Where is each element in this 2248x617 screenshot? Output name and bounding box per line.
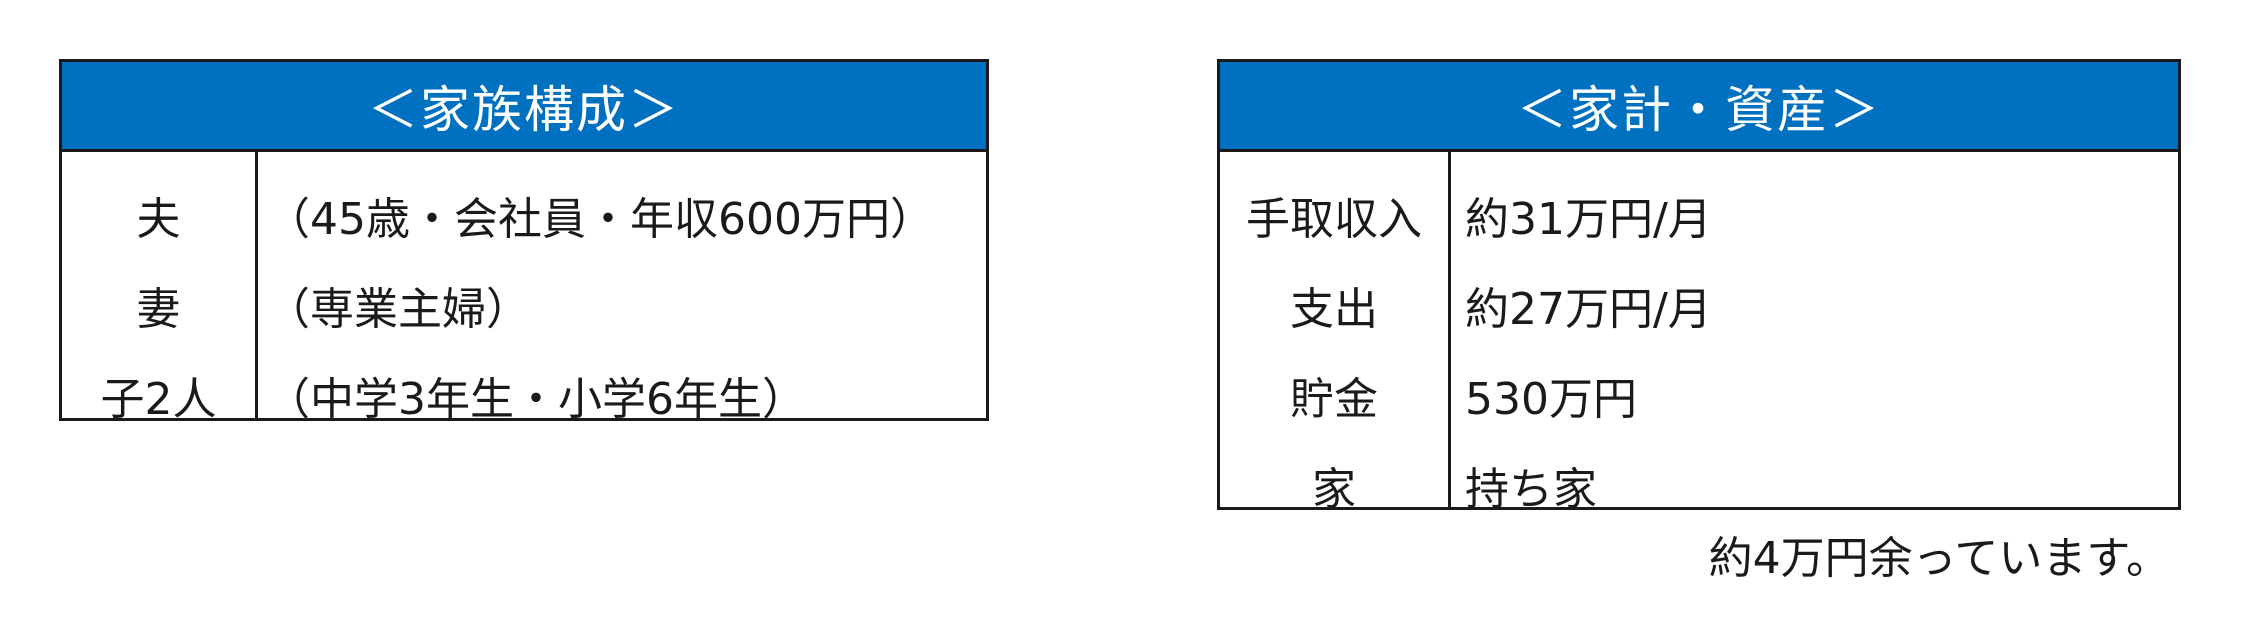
finance-value-income: 約31万円/月	[1465, 194, 1712, 245]
family-value-column: （45歳・会社員・年収600万円） （専業主婦） （中学3年生・小学6年生）	[258, 152, 986, 439]
family-label-husband: 夫	[136, 194, 181, 245]
family-composition-table: ＜家族構成＞ 夫 妻 子2人 （45歳・会社員・年収600万円） （専業主婦） …	[59, 59, 989, 425]
finance-label-savings: 貯金	[1290, 374, 1378, 425]
finance-table-body: 手取収入 支出 貯金 家 約31万円/月 約27万円/月 530万円 持ち家	[1220, 152, 2178, 528]
family-value-wife: （専業主婦）	[266, 284, 530, 335]
family-label-children: 子2人	[100, 374, 217, 425]
household-assets-table: ＜家計・資産＞ 手取収入 支出 貯金 家 約31万円/月 約27万円/月 530…	[1217, 59, 2181, 515]
family-label-wife: 妻	[136, 284, 181, 335]
finance-value-column: 約31万円/月 約27万円/月 530万円 持ち家	[1451, 152, 2178, 528]
finance-value-expense: 約27万円/月	[1465, 284, 1712, 335]
finance-label-house: 家	[1312, 464, 1356, 515]
finance-value-house: 持ち家	[1465, 464, 1597, 515]
family-label-column: 夫 妻 子2人	[62, 152, 258, 425]
family-value-husband: （45歳・会社員・年収600万円）	[266, 194, 934, 245]
finance-value-savings: 530万円	[1465, 374, 1637, 425]
family-table-body: 夫 妻 子2人 （45歳・会社員・年収600万円） （専業主婦） （中学3年生・…	[62, 152, 986, 439]
family-table-title: ＜家族構成＞	[62, 62, 986, 152]
finance-label-income: 手取収入	[1246, 194, 1422, 245]
surplus-note: 約4万円余っています。	[1708, 533, 2170, 584]
finance-table-title: ＜家計・資産＞	[1220, 62, 2178, 152]
finance-label-column: 手取収入 支出 貯金 家	[1220, 152, 1451, 515]
finance-label-expense: 支出	[1290, 284, 1378, 335]
family-value-children: （中学3年生・小学6年生）	[266, 374, 806, 425]
